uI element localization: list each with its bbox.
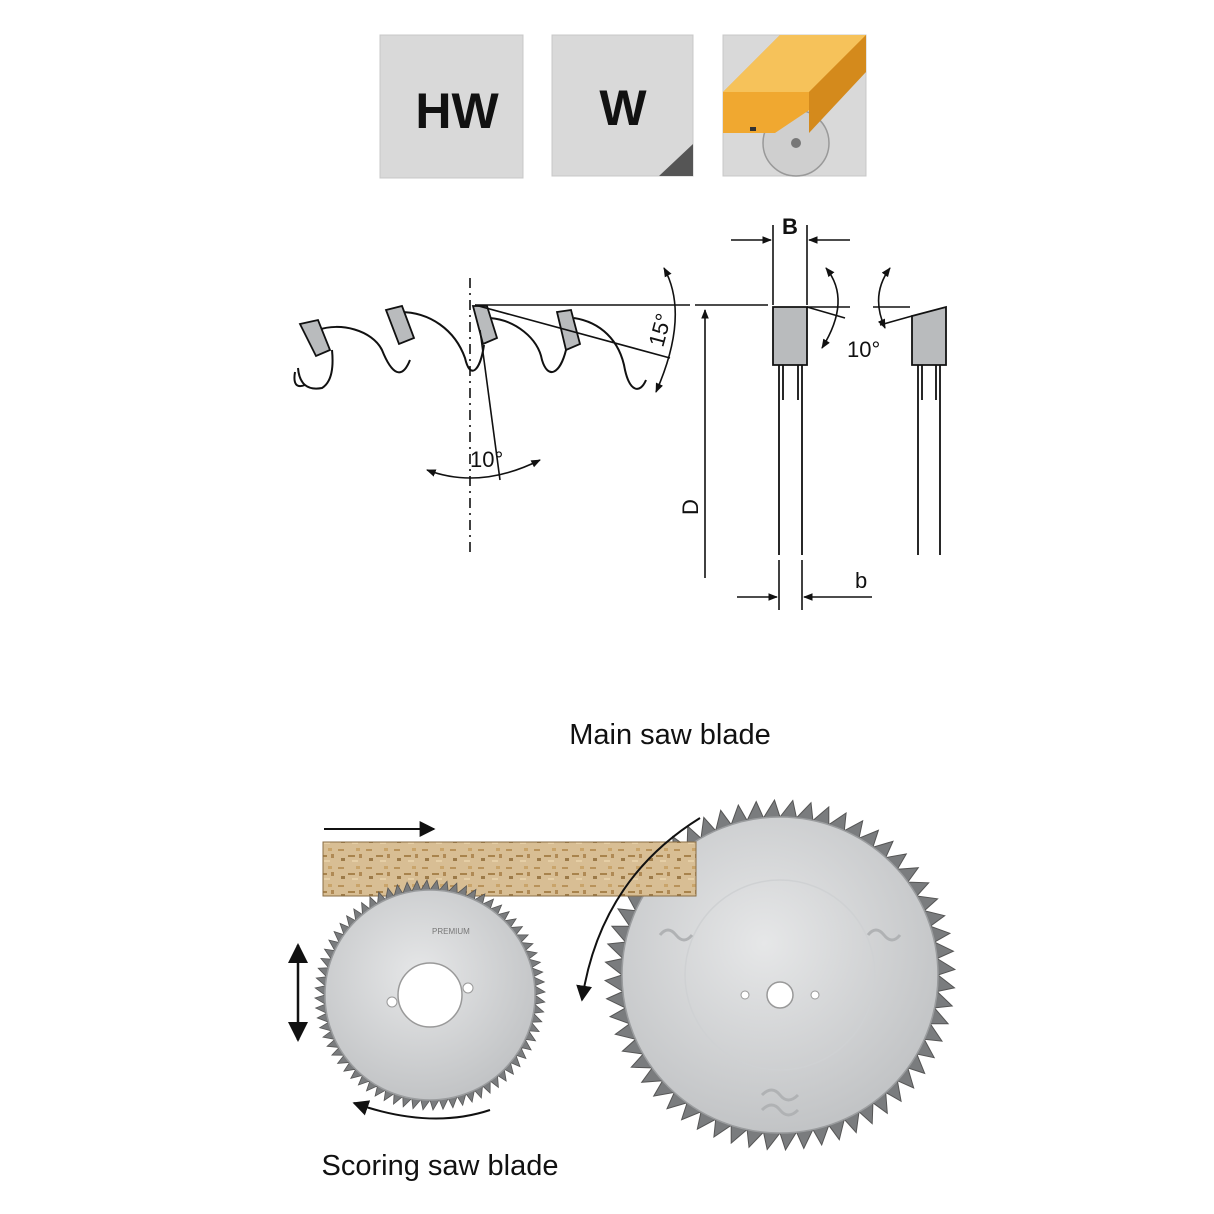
- chipboard-workpiece: [322, 841, 697, 897]
- blade-side-profile: [772, 306, 808, 555]
- bevel-angle-label: 10°: [847, 337, 880, 362]
- scoring-saw-blade-caption: Scoring saw blade: [322, 1150, 559, 1182]
- rake-angle-label: 10°: [470, 447, 503, 472]
- main-saw-blade-caption: Main saw blade: [569, 719, 771, 751]
- tooth-profile-drawing: [293, 311, 647, 390]
- board-on-blade-icon: [722, 34, 867, 177]
- scoring-blade-marking: PREMIUM: [432, 927, 470, 936]
- blade-side-profile-bevel: [911, 305, 947, 555]
- w-icon-label: W: [599, 80, 647, 136]
- dimension-lines: [695, 225, 913, 610]
- kerf-width-label: B: [782, 214, 798, 239]
- hw-icon-label: HW: [415, 83, 499, 139]
- scoring-blade-rotation-arrow: [352, 1100, 491, 1120]
- carbide-tips: [298, 304, 582, 358]
- scoring-saw-blade: PREMIUM: [314, 879, 546, 1111]
- main-blade-rotation-arrow: [576, 817, 701, 1002]
- hw-icon: HW: [379, 34, 524, 179]
- body-thickness-label: b: [855, 568, 867, 593]
- diameter-label: D: [678, 499, 703, 515]
- w-icon: W: [551, 34, 694, 177]
- angle-construction-lines: [426, 267, 690, 555]
